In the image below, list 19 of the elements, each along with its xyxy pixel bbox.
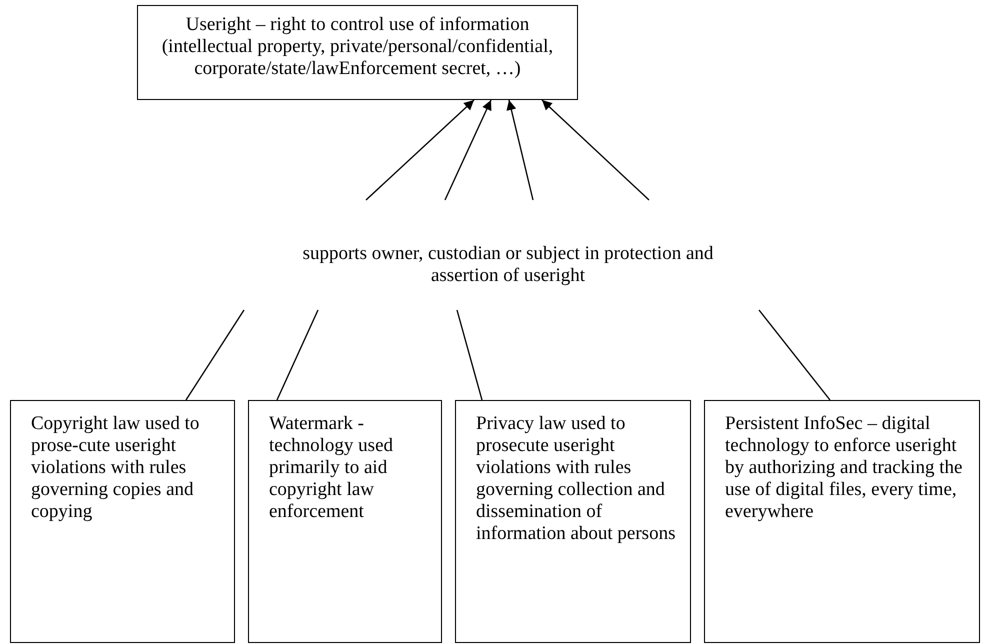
connector-line	[456, 310, 483, 400]
process-box	[248, 400, 442, 643]
arrow	[366, 100, 474, 200]
arrow	[506, 100, 534, 200]
connector-line	[276, 310, 319, 400]
process-box	[704, 400, 980, 643]
process-box	[10, 400, 235, 643]
connector-line	[185, 310, 245, 400]
process-box	[455, 400, 691, 643]
arrow	[542, 100, 650, 200]
caption-text: supports owner, custodian or subject in protection and assertion of useright	[302, 243, 714, 287]
box-text: Copyright law used to prose-cute useright violations with rules governing copies and copying	[31, 413, 200, 523]
box-text: Useright – right to control use of information (intellectual property, private/personal/confidential, corporate/state/lawEnforcement secret, …)	[160, 14, 554, 80]
box-text: Privacy law used to prosecute useright violations with rules governing collection and dissemination of information about persons	[476, 413, 676, 545]
title-box	[137, 5, 578, 100]
box-text: Watermark - technology used primarily to aid copyright law enforcement	[269, 413, 394, 523]
box-text: Persistent InfoSec – digital technology to enforce useright by authorizing and tracking the use of digital files, every time, everywhere	[725, 413, 964, 523]
arrow	[444, 100, 492, 200]
connector-line	[758, 310, 831, 400]
